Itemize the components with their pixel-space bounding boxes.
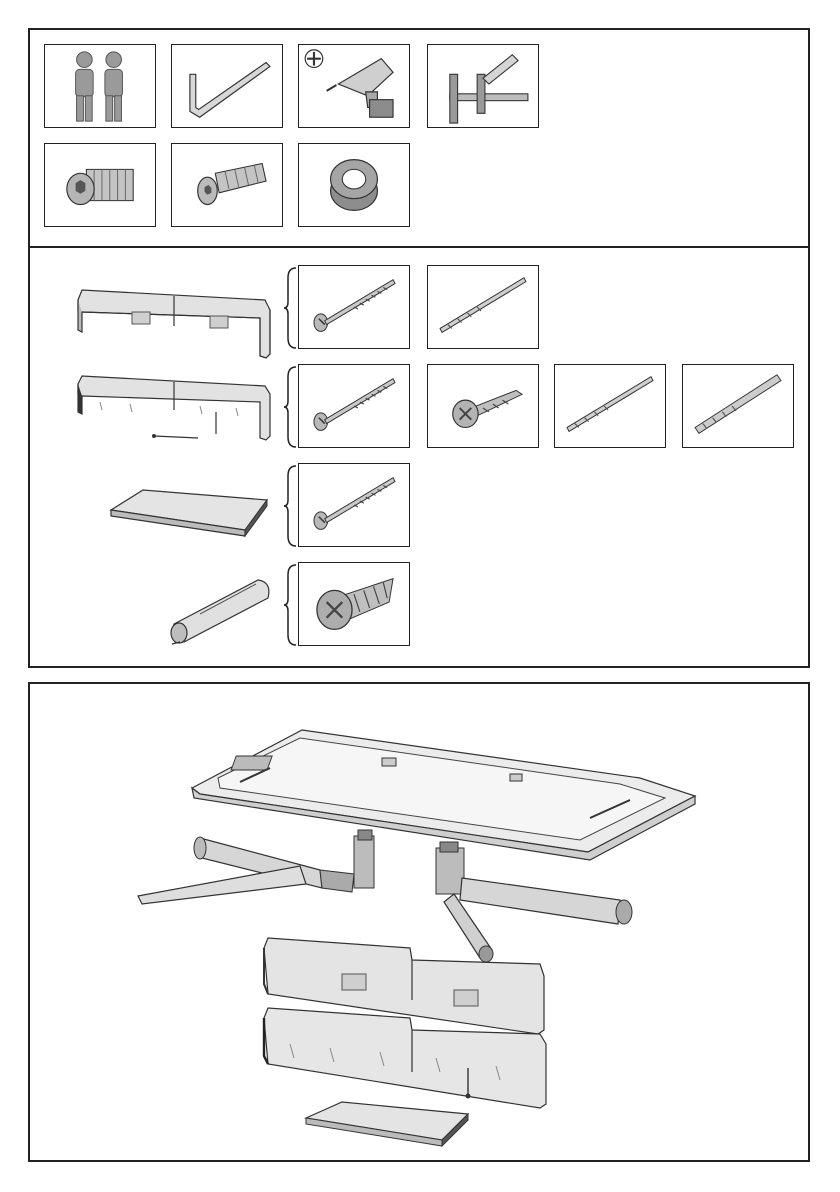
drill-bit-icon — [427, 265, 539, 349]
ring-spacer-icon — [298, 143, 410, 227]
large-pan-screw-icon — [298, 562, 410, 646]
long-wood-screw-icon — [298, 364, 410, 448]
tray-icon — [105, 482, 275, 542]
tube-cover-icon — [160, 572, 280, 648]
exploded-assembly-view — [120, 718, 720, 1158]
phillips-drill-icon — [298, 44, 410, 128]
button-head-hex-bolt-icon — [44, 143, 156, 227]
drill-bit-icon — [554, 364, 666, 448]
group-4-brace — [284, 563, 298, 647]
allen-key-icon — [171, 44, 283, 128]
short-pan-screw-icon — [427, 364, 539, 448]
bar-clamp-icon — [427, 44, 539, 128]
tabletop-frame — [192, 730, 695, 860]
group-1-brace — [284, 266, 298, 350]
group-2-brace — [284, 365, 298, 449]
group-3-brace — [284, 464, 298, 548]
left-leg-assembly — [138, 830, 374, 904]
countersunk-hex-bolt-icon — [171, 143, 283, 227]
panel-divider — [28, 246, 810, 248]
shelf-unit-plain-icon — [70, 282, 280, 362]
long-wood-screw-icon — [298, 265, 410, 349]
right-leg-assembly — [436, 842, 632, 962]
bottom-tray — [306, 1102, 468, 1146]
long-wood-screw-icon — [298, 463, 410, 547]
shelf-unit-lit-icon — [70, 372, 280, 444]
two-persons-icon — [44, 44, 156, 128]
drill-bit-wide-icon — [682, 364, 794, 448]
